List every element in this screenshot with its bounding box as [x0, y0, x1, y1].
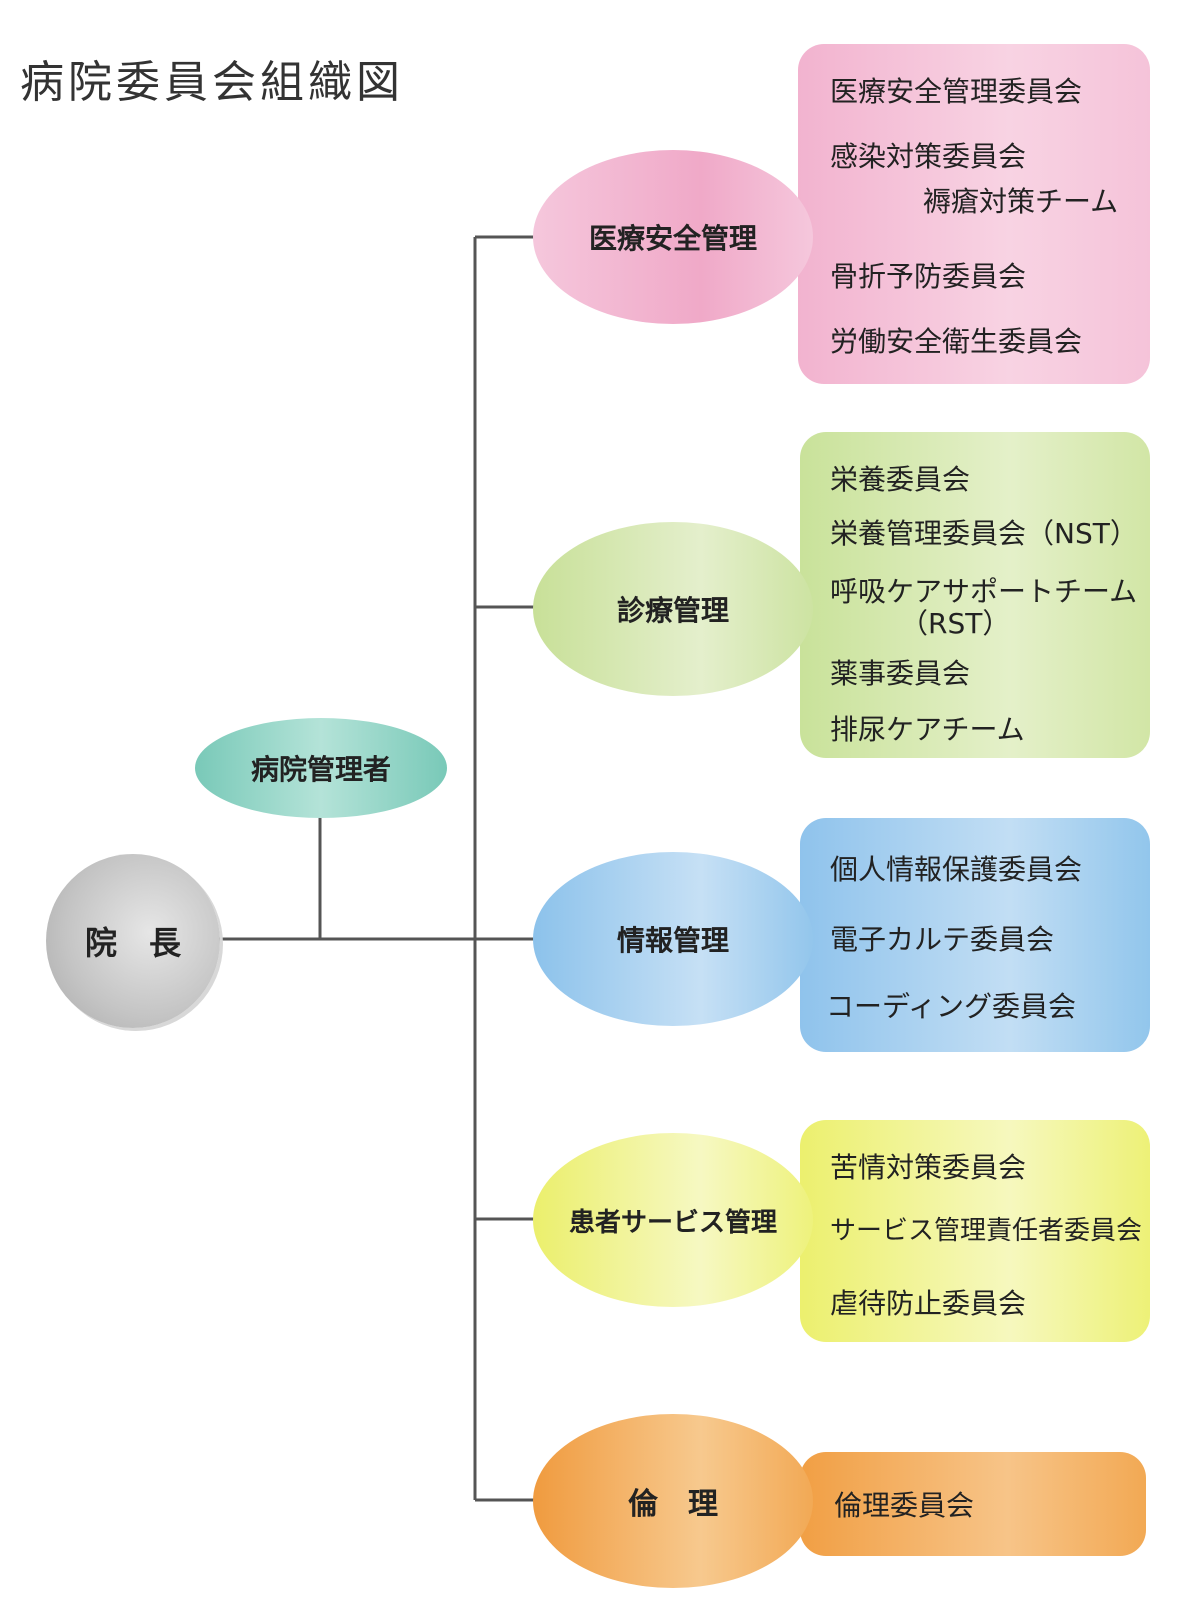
- page-title: 病院委員会組織図: [20, 57, 404, 108]
- committee-item: 個人情報保護委員会: [830, 853, 1083, 886]
- committee-item: 労働安全衛生委員会: [830, 325, 1083, 358]
- medical-category-node: 診療管理: [533, 522, 813, 696]
- ethics-category-label: 倫 理: [628, 1487, 718, 1522]
- director-node: 院 長: [46, 854, 220, 1028]
- ethics-category-node: 倫 理: [533, 1414, 813, 1588]
- administrators-node: 病院管理者: [195, 718, 447, 818]
- committee-item: 栄養委員会: [830, 463, 971, 496]
- medical-committee-box: [800, 432, 1150, 758]
- patient-category-node: 患者サービス管理: [533, 1133, 813, 1307]
- ethics-committee-box: [800, 1452, 1146, 1556]
- committee-item: （RST）: [900, 607, 1011, 640]
- safety-category-label: 医療安全管理: [588, 222, 757, 255]
- safety-committee-box: [798, 44, 1150, 384]
- committee-item: サービス管理責任者委員会: [830, 1216, 1143, 1246]
- administrators-label: 病院管理者: [250, 753, 391, 786]
- committee-item: 褥瘡対策チーム: [923, 185, 1119, 218]
- patient-category-label: 患者サービス管理: [568, 1207, 777, 1238]
- info-committee-box: [800, 818, 1150, 1052]
- committee-item: 感染対策委員会: [830, 140, 1027, 173]
- committee-item: 呼吸ケアサポートチーム: [830, 575, 1138, 608]
- committee-item: 苦情対策委員会: [830, 1151, 1027, 1184]
- medical-category-label: 診療管理: [616, 594, 729, 627]
- committee-item: 骨折予防委員会: [830, 260, 1027, 293]
- info-category-node: 情報管理: [533, 852, 813, 1026]
- committee-item: コーディング委員会: [826, 990, 1077, 1023]
- committee-item: 倫理委員会: [834, 1489, 975, 1522]
- committee-item: 医療安全管理委員会: [830, 75, 1083, 108]
- info-category-label: 情報管理: [616, 924, 729, 957]
- committee-item: 電子カルテ委員会: [830, 923, 1055, 956]
- committee-item: 栄養管理委員会（NST）: [830, 517, 1138, 550]
- patient-committee-box: [800, 1120, 1150, 1342]
- committee-item: 排尿ケアチーム: [830, 713, 1025, 746]
- committee-item: 薬事委員会: [830, 657, 971, 690]
- committee-item: 虐待防止委員会: [830, 1287, 1027, 1320]
- safety-category-node: 医療安全管理: [533, 150, 813, 324]
- director-label: 院 長: [84, 924, 181, 962]
